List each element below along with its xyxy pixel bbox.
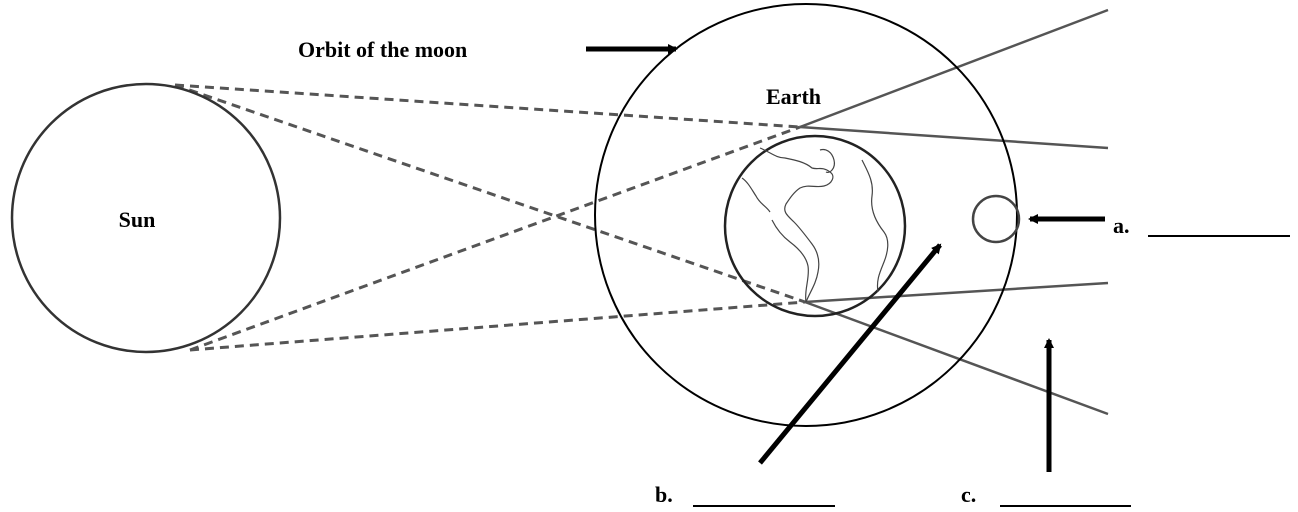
dashed-ray-bottom-bottom — [189, 300, 806, 352]
dashed-ray-top-cross — [174, 83, 806, 304]
umbra-upper-line — [799, 125, 1109, 150]
penumbra-lower-line — [804, 300, 1109, 416]
sun-circle — [10, 82, 282, 354]
earth-circle — [723, 134, 907, 318]
earth-label: Earth — [766, 84, 821, 109]
label-a: a. — [1113, 213, 1130, 238]
moon-circle — [971, 194, 1021, 244]
continents-outline — [741, 147, 889, 303]
label-b: b. — [655, 482, 673, 507]
orbit-label: Orbit of the moon — [298, 37, 467, 62]
moon-orbit-circle — [594, 3, 1018, 427]
dashed-ray-bottom-cross — [189, 125, 801, 352]
earth-globe — [723, 134, 907, 318]
sun-label: Sun — [119, 207, 156, 232]
shadow-lines — [799, 8, 1109, 416]
dashed-rays — [174, 83, 806, 352]
dashed-ray-top-top — [174, 83, 801, 129]
label-b-arrow — [758, 243, 942, 465]
penumbra-upper-line — [799, 8, 1109, 129]
umbra-lower-line — [804, 281, 1109, 304]
label-c: c. — [961, 482, 976, 507]
